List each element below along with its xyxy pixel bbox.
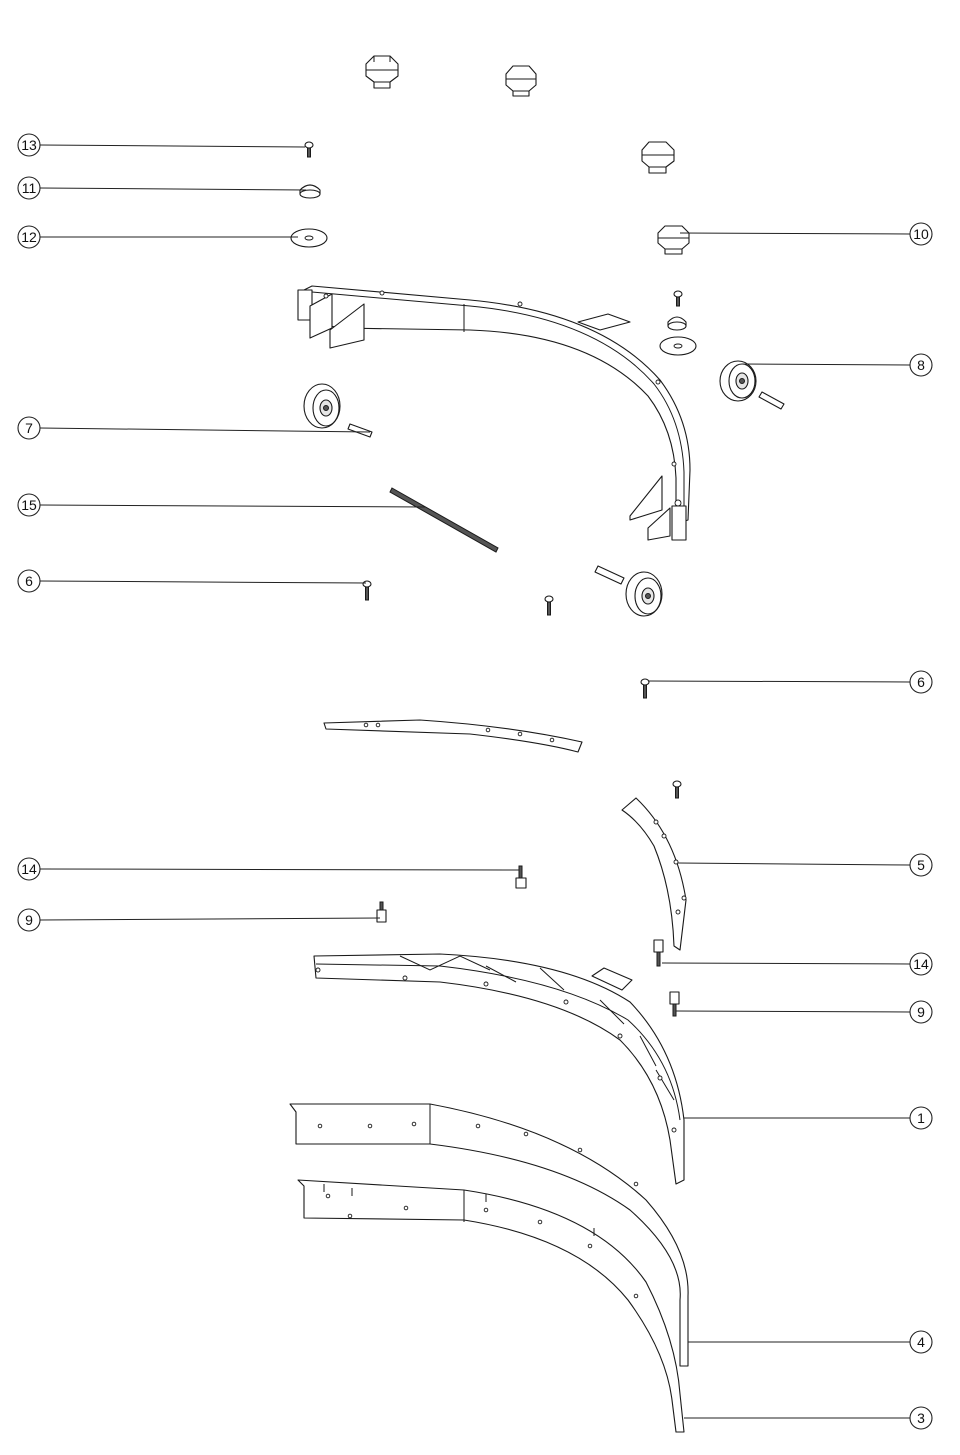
screw-right-upper — [673, 290, 683, 307]
axle-8 — [758, 391, 785, 410]
knob-top-right — [641, 141, 675, 174]
leader-14-left — [39, 868, 520, 871]
callout-14-right: 14 — [909, 952, 933, 976]
bolt-14-right — [653, 939, 664, 967]
callout-5: 5 — [909, 853, 933, 877]
axle-7 — [347, 423, 373, 438]
bolt-14-left — [515, 865, 527, 889]
callout-9-left: 9 — [17, 908, 41, 932]
axle-lower — [594, 565, 625, 585]
leader-8 — [741, 363, 911, 366]
curved-plate-5 — [621, 780, 687, 951]
callout-1: 1 — [909, 1106, 933, 1130]
callout-15: 15 — [17, 493, 41, 517]
leader-5 — [677, 862, 911, 866]
wheel-8 — [719, 360, 757, 402]
bolt-9-right — [669, 991, 680, 1017]
leader-9-right — [675, 1010, 911, 1013]
washer-12 — [290, 228, 328, 248]
leader-9-left — [39, 917, 381, 921]
screw-13 — [304, 141, 314, 158]
knob-top-middle — [505, 65, 537, 97]
callout-7: 7 — [17, 416, 41, 440]
upper-frame — [297, 285, 691, 541]
callout-6-right: 6 — [909, 670, 933, 694]
callout-1-label: 1 — [917, 1110, 925, 1126]
callout-6-left: 6 — [17, 569, 41, 593]
callout-9-right-label: 9 — [917, 1004, 925, 1020]
callout-8-label: 8 — [917, 357, 925, 373]
callout-14-left-label: 14 — [21, 861, 37, 877]
callout-10: 10 — [909, 222, 933, 246]
callout-11: 11 — [17, 176, 41, 200]
leader-15 — [39, 504, 427, 508]
callout-10-label: 10 — [913, 226, 929, 242]
leader-6-left — [39, 580, 367, 584]
band-3 — [297, 1179, 685, 1433]
wheel-lower — [625, 571, 663, 617]
cap-nut-right — [667, 316, 687, 331]
callout-4-label: 4 — [917, 1334, 925, 1350]
callout-9-right: 9 — [909, 1000, 933, 1024]
washer-right — [659, 336, 697, 356]
callout-5-label: 5 — [917, 857, 925, 873]
callout-14-left: 14 — [17, 857, 41, 881]
rod-15 — [389, 487, 499, 553]
callout-6-right-label: 6 — [917, 674, 925, 690]
callout-13: 13 — [17, 133, 41, 157]
callout-15-label: 15 — [21, 497, 37, 513]
callout-12-label: 12 — [21, 229, 37, 245]
leader-10 — [679, 232, 911, 235]
leader-lines — [39, 144, 911, 1419]
callout-3-label: 3 — [917, 1410, 925, 1426]
screw-6-left — [362, 580, 372, 601]
bolt-9-left — [376, 901, 387, 923]
callout-8: 8 — [909, 353, 933, 377]
cap-nut-11 — [299, 184, 321, 199]
callout-6-left-label: 6 — [25, 573, 33, 589]
main-frame-1 — [313, 953, 685, 1185]
leader-6-right — [647, 680, 911, 683]
wheel-7 — [303, 383, 341, 429]
callout-3: 3 — [909, 1406, 933, 1430]
screw-6-right — [640, 678, 650, 699]
leader-7 — [39, 427, 371, 433]
knob-top-left — [365, 55, 399, 89]
leader-14-right — [661, 962, 911, 965]
callout-4: 4 — [909, 1330, 933, 1354]
band-4 — [289, 1103, 689, 1367]
callout-13-label: 13 — [21, 137, 37, 153]
knob-10 — [657, 225, 690, 255]
leader-13 — [39, 144, 306, 148]
top-strip — [323, 719, 583, 753]
callout-14-right-label: 14 — [913, 956, 929, 972]
callout-11-label: 11 — [22, 180, 37, 196]
callout-7-label: 7 — [25, 420, 33, 436]
callout-9-left-label: 9 — [25, 912, 33, 928]
leader-11 — [39, 187, 307, 191]
screw-6-center — [544, 595, 554, 616]
callout-12: 12 — [17, 225, 41, 249]
